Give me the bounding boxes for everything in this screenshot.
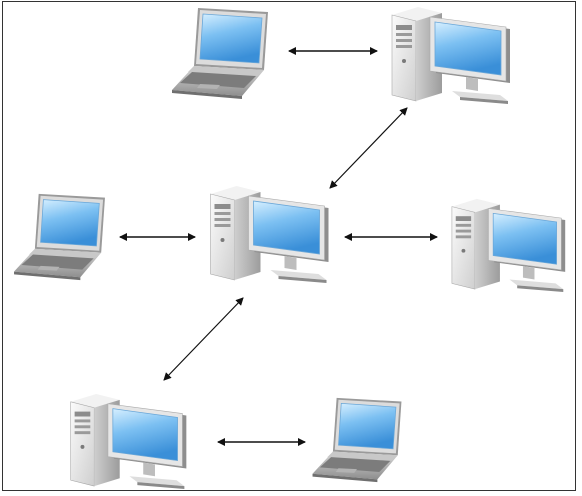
desktop-computer-icon [68,392,192,490]
laptop-icon [8,192,111,282]
link-desktop-top-right-desktop-center [329,107,408,189]
link-desktop-center-desktop-bottom-left [163,297,244,381]
desktop-bottom-left [68,392,192,490]
laptop-mid-left [8,192,111,282]
laptop-bottom-right [306,396,408,484]
desktop-computer-icon [450,196,570,294]
desktop-mid-right [450,196,570,294]
laptop-icon [170,6,270,101]
desktop-top-right [390,5,515,105]
laptop-icon [306,396,408,484]
laptop-top [170,6,270,101]
desktop-computer-icon [208,184,334,284]
desktop-center [208,184,334,284]
desktop-computer-icon [390,5,515,105]
